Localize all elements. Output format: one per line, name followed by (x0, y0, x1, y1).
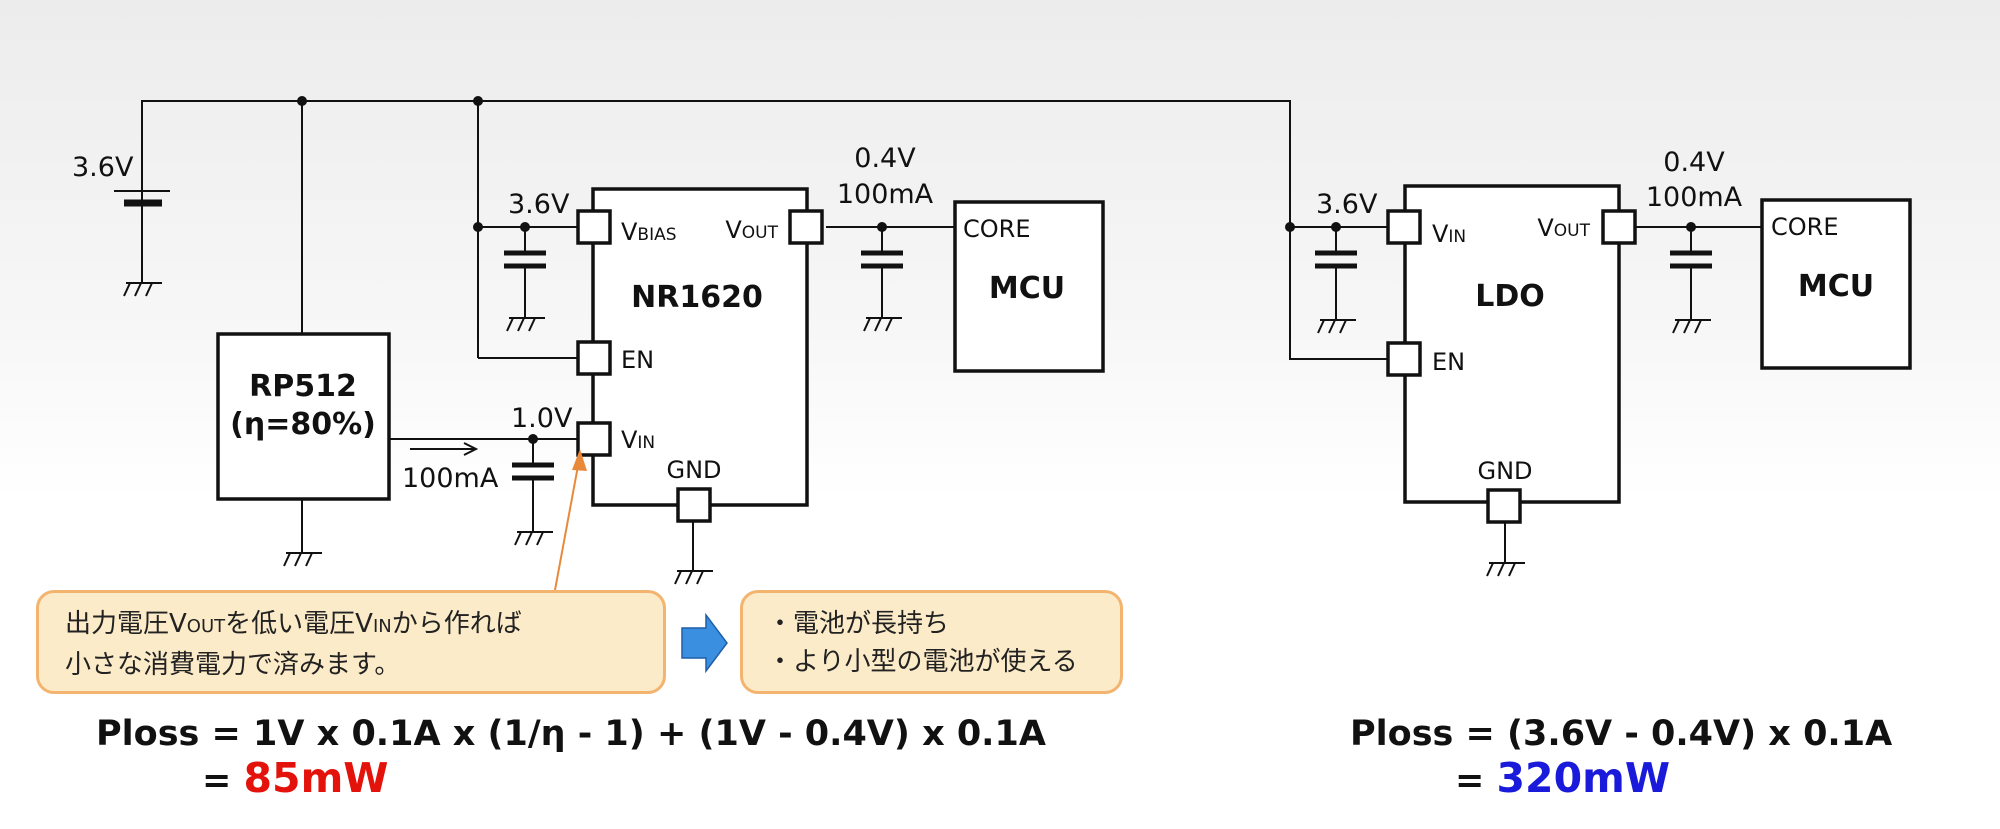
ldo-pin-vin: VIN (1432, 220, 1466, 248)
formula-left-result: = 85mW (202, 754, 389, 802)
nr1620-vbias-voltage: 3.6V (508, 189, 570, 220)
callout-left-line2: 小さな消費電力で済みます。 (65, 650, 401, 680)
ground-icon (1317, 319, 1356, 334)
formula-right-result: = 320mW (1455, 754, 1671, 802)
capacitors (504, 250, 1712, 481)
converter-efficiency: (η=80%) (230, 407, 376, 442)
callout-right-line2: ・より小型の電池が使える (767, 647, 1078, 677)
nr1620-vin-voltage: 1.0V (511, 403, 573, 434)
capacitor-icon (1315, 250, 1357, 269)
nr1620-box (591, 187, 809, 507)
callout-benefits-list: ・電池が長持ち ・より小型の電池が使える (740, 590, 1123, 694)
callout-pointer (554, 454, 581, 591)
ldo-pin-en: EN (1432, 348, 1465, 376)
ldo-pin-gnd: GND (1477, 457, 1532, 485)
ldo-output-current: 100mA (1646, 182, 1743, 213)
pin-vin: VIN (621, 426, 655, 454)
ground-icon (514, 531, 553, 546)
ldo-output-voltage: 0.4V (1663, 147, 1725, 178)
nr1620-output-voltage: 0.4V (854, 143, 916, 174)
battery-voltage: 3.6V (72, 152, 134, 183)
formula-left-expression: Ploss = 1V x 0.1A x (1/η - 1) + (1V - 0.… (96, 714, 1046, 754)
battery-icon (114, 190, 170, 207)
nr1620-output-current: 100mA (837, 179, 934, 210)
formula-right-expression: Ploss = (3.6V - 0.4V) x 0.1A (1350, 714, 1893, 754)
pin-vout: VOUT (725, 216, 778, 244)
mcu-left-name: MCU (989, 271, 1065, 306)
mcu-right-box (1760, 198, 1912, 370)
ground-icon (674, 570, 713, 585)
ground-icon (863, 317, 902, 332)
ground-icon (123, 282, 162, 297)
ldo-vin-voltage: 3.6V (1316, 189, 1378, 220)
mcu-right-name: MCU (1798, 269, 1874, 304)
mcu-left-core: CORE (963, 215, 1031, 243)
callout-right-line1: ・電池が長持ち (767, 609, 950, 639)
wires (141, 100, 1762, 571)
nr1620-name: NR1620 (631, 280, 763, 315)
rp512-box (216, 332, 391, 501)
ldo-name: LDO (1475, 279, 1545, 314)
converter-name: RP512 (249, 369, 357, 404)
pin-en: EN (621, 346, 654, 374)
ground-icon (1672, 319, 1711, 334)
component-boxes (216, 184, 1912, 507)
callout-pointer-head (572, 449, 587, 471)
callout-left-line1: 出力電圧VOUTを低い電圧VINから作れば (65, 609, 522, 639)
formula-right-value: 320mW (1496, 754, 1671, 802)
junction-dots (297, 96, 1696, 444)
converter-current: 100mA (402, 463, 499, 494)
arrow-right-icon (681, 612, 728, 674)
capacitor-icon (504, 250, 546, 269)
mcu-left-box (953, 200, 1105, 373)
pin-squares (576, 209, 1637, 524)
ground-symbols (123, 282, 1711, 585)
pin-vbias: VBIAS (621, 218, 677, 246)
pin-gnd: GND (666, 456, 721, 484)
capacitor-icon (861, 250, 903, 269)
formula-left-value: 85mW (243, 754, 389, 802)
ground-icon (506, 317, 545, 332)
capacitor-icon (512, 462, 554, 481)
capacitor-icon (1670, 250, 1712, 269)
callout-benefit-explanation: 出力電圧VOUTを低い電圧VINから作れば 小さな消費電力で済みます。 (36, 590, 666, 694)
ground-icon (283, 552, 322, 567)
ldo-pin-vout: VOUT (1537, 214, 1590, 242)
mcu-right-core: CORE (1771, 213, 1839, 241)
ground-icon (1486, 562, 1525, 577)
ldo-box (1403, 184, 1621, 504)
